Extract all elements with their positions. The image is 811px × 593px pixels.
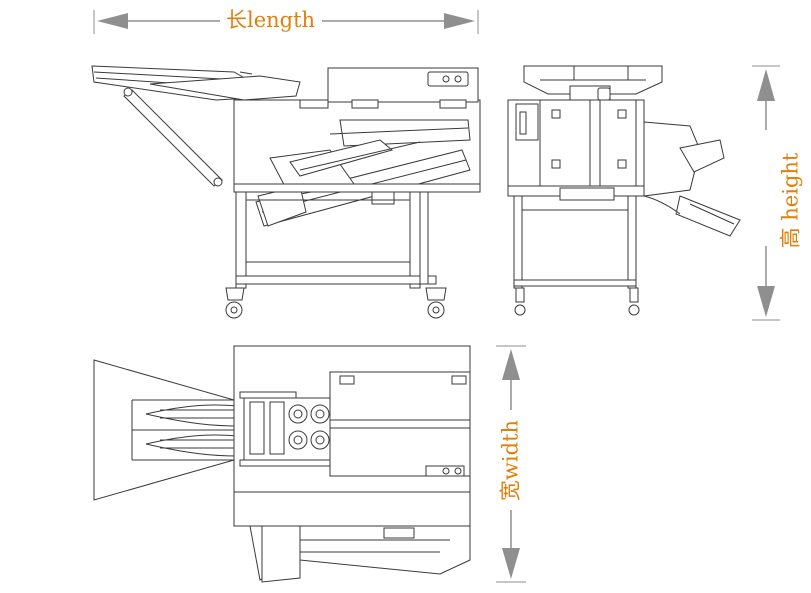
length-label-cn: 长 <box>226 8 247 32</box>
length-arrow-right <box>444 13 475 29</box>
length-arrow-left <box>97 13 128 29</box>
end-leg-right <box>628 196 636 288</box>
leg-front-right <box>410 192 420 288</box>
length-label: 长length <box>226 10 315 31</box>
width-label-en: width <box>498 419 523 481</box>
height-arrow-top <box>757 69 775 101</box>
end-caster-right <box>629 305 639 315</box>
width-label: 宽width <box>498 416 523 506</box>
height-label-cn: 高 <box>778 227 803 249</box>
height-dimension <box>752 66 780 320</box>
width-dimension <box>496 346 526 582</box>
outlet-tray <box>676 196 740 236</box>
tray-support-arm <box>124 90 222 186</box>
end-view <box>508 66 740 315</box>
leg-front-left <box>236 192 246 288</box>
side-view <box>92 66 480 318</box>
height-label-en: height <box>778 152 803 228</box>
width-arrow-top <box>502 349 520 380</box>
end-leg-left <box>514 196 522 288</box>
length-dimension <box>94 10 478 34</box>
length-label-en: length <box>247 8 316 32</box>
end-caster-left <box>515 305 525 315</box>
width-arrow-bottom <box>502 548 520 579</box>
height-arrow-bottom <box>757 286 775 317</box>
height-label: 高 height <box>778 146 803 256</box>
top-view <box>94 346 470 582</box>
width-label-cn: 宽 <box>498 480 523 502</box>
